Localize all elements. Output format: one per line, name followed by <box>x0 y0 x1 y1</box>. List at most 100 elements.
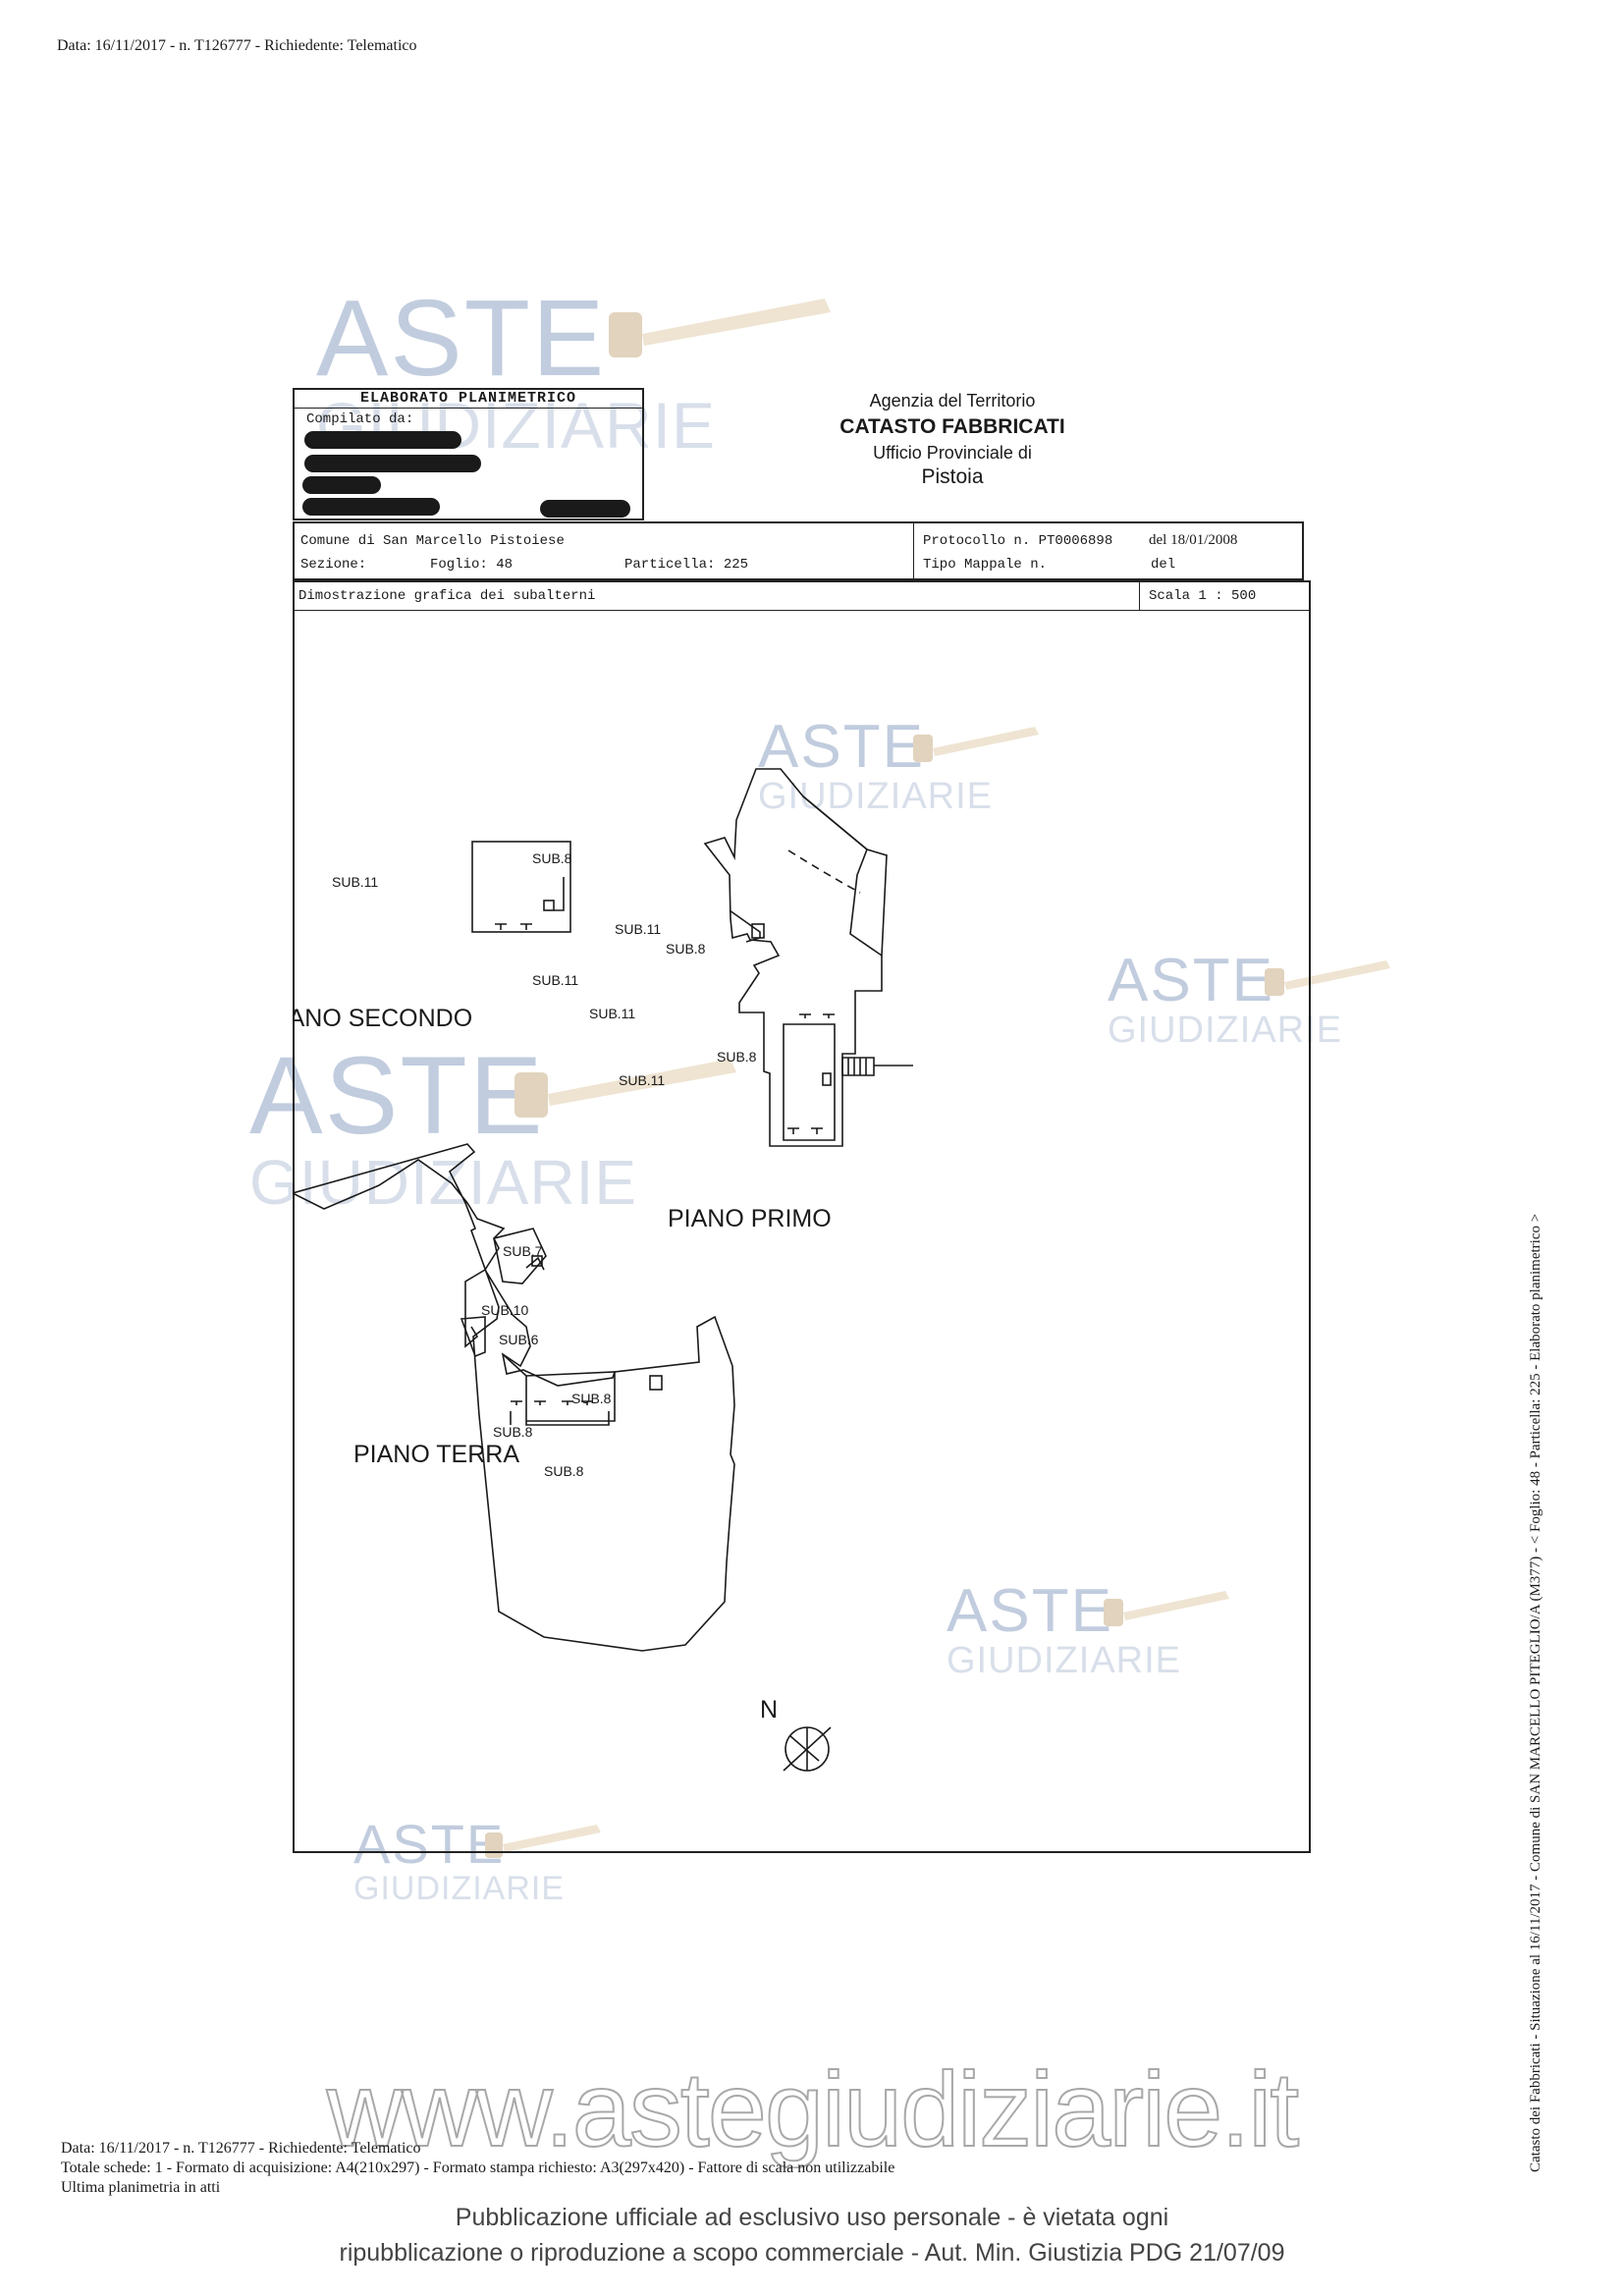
footer-line: Totale schede: 1 - Formato di acquisizio… <box>61 2159 895 2176</box>
redaction-bar <box>304 431 461 449</box>
dashed-boundary <box>787 849 861 894</box>
watermark: ASTE GIUDIZIARIE <box>947 1577 1229 1681</box>
sub-label: SUB.11 <box>615 921 661 937</box>
gavel-icon <box>1265 960 1390 996</box>
drawing-frame: Dimostrazione grafica dei subalterni Sca… <box>293 580 1311 1853</box>
disclaimer-line: ripubblicazione o riproduzione a scopo c… <box>339 2239 1285 2267</box>
piano-secondo-plan <box>471 841 571 933</box>
floor-label-piano-terra: PIANO TERRA <box>353 1441 519 1468</box>
stair-mark <box>822 1072 832 1086</box>
piano-primo-plan <box>703 768 913 1147</box>
protocollo-field: Protocollo n. PT0006898 <box>923 533 1113 549</box>
stair-mark <box>649 1375 663 1391</box>
title-box: ELABORATO PLANIMETRICO Compilato da: <box>293 388 644 520</box>
watermark: ASTE GIUDIZIARIE <box>758 713 1039 817</box>
sub6-outline <box>460 1316 486 1358</box>
sub-label: SUB.8 <box>493 1424 533 1440</box>
watermark-text: ASTE <box>316 278 607 399</box>
agency-department: CATASTO FABBRICATI <box>839 415 1065 438</box>
watermark-text: GIUDIZIARIE <box>353 1870 566 1907</box>
sub8-inner-outline <box>525 1371 616 1422</box>
sub-label: SUB.7 <box>503 1243 543 1259</box>
agency-office: Ufficio Provinciale di <box>873 443 1032 463</box>
protocollo-date: del 18/01/2008 <box>1149 532 1238 548</box>
scale-field: Scala 1 : 500 <box>1149 588 1257 604</box>
agency-header: Agenzia del Territorio CATASTO FABBRICAT… <box>687 391 1218 489</box>
stair-mark <box>554 877 565 911</box>
watermark-text: GIUDIZIARIE <box>758 776 994 817</box>
footer-line: Ultima planimetria in atti <box>61 2179 221 2196</box>
watermark-text: ASTE <box>758 713 925 781</box>
sub11-outline <box>471 841 571 933</box>
watermark-text: ASTE <box>947 1577 1113 1645</box>
agency-name: Agenzia del Territorio <box>869 391 1036 410</box>
watermark: ASTE GIUDIZIARIE <box>316 278 831 458</box>
sub-label: SUB.8 <box>544 1463 584 1479</box>
sub-label: SUB.8 <box>666 941 706 957</box>
document-title: ELABORATO PLANIMETRICO <box>295 390 642 409</box>
sub-label: SUB.8 <box>717 1049 757 1065</box>
door-mark <box>495 923 532 930</box>
sub-label: SUB.11 <box>619 1072 665 1088</box>
tipo-mappale-date: del <box>1151 557 1176 573</box>
watermark-text: GIUDIZIARIE <box>1108 1010 1343 1051</box>
sub-label: SUB.11 <box>332 874 378 890</box>
redaction-bar <box>302 498 440 516</box>
gavel-icon <box>913 727 1039 762</box>
header-request-info: Data: 16/11/2017 - n. T126777 - Richiede… <box>57 37 417 54</box>
sub-label: SUB.6 <box>499 1332 539 1347</box>
comune-field: Comune di San Marcello Pistoiese <box>300 533 565 549</box>
watermark: ASTE GIUDIZIARIE <box>249 1034 736 1214</box>
redaction-bar <box>540 500 630 518</box>
disclaimer-line: Pubblicazione ufficiale ad esclusivo uso… <box>455 2204 1169 2231</box>
footer-info: Data: 16/11/2017 - n. T126777 - Richiede… <box>61 2139 894 2198</box>
divider <box>913 523 914 578</box>
agency-city: Pistoia <box>921 465 984 488</box>
piano-terra-plan <box>293 1143 735 1652</box>
scale-divider <box>1139 582 1140 610</box>
cadastral-info-box: Comune di San Marcello Pistoiese Sezione… <box>293 521 1304 580</box>
stair-mark <box>543 900 555 911</box>
sub8-outline <box>525 1411 610 1426</box>
stair-mark <box>531 1255 543 1267</box>
watermark-text: ASTE <box>1108 947 1274 1014</box>
redaction-bar <box>302 476 381 494</box>
frame-header: Dimostrazione grafica dei subalterni Sca… <box>295 582 1309 611</box>
sub8-boundary <box>802 795 883 957</box>
stair-mark <box>847 1058 913 1075</box>
floor-label-piano-secondo: PIANO SECONDO <box>293 1005 472 1032</box>
stair-mark <box>751 923 765 939</box>
terra-outline <box>293 1143 735 1652</box>
north-arrow <box>783 1726 832 1772</box>
door-mark <box>787 1127 823 1134</box>
particella-field: Particella: 225 <box>624 557 749 573</box>
foglio-field: Foglio: 48 <box>430 557 514 573</box>
watermark-text: ASTE <box>353 1813 506 1875</box>
north-label: N <box>760 1696 778 1723</box>
watermark-text: ASTE <box>249 1034 545 1157</box>
door-mark <box>799 1013 835 1018</box>
tipo-mappale-field: Tipo Mappale n. <box>923 557 1048 573</box>
floor-label-piano-primo: PIANO PRIMO <box>668 1205 832 1232</box>
side-cadastral-reference: Catasto dei Fabbricati - Situazione al 1… <box>1528 1213 1543 2172</box>
sub8-stair-outline <box>841 1057 875 1076</box>
sub-label: SUB.11 <box>532 972 578 988</box>
publication-disclaimer: Pubblicazione ufficiale ad esclusivo uso… <box>0 2200 1624 2270</box>
watermark: ASTE GIUDIZIARIE <box>1108 947 1390 1051</box>
sub7-outline <box>493 1228 547 1285</box>
site-watermark-url: www.astegiudiziarie.it <box>326 2049 1300 2169</box>
sub-label: SUB.10 <box>481 1302 528 1318</box>
stair-mark <box>729 909 761 943</box>
sub-label: SUB.8 <box>571 1391 612 1406</box>
watermark-text: GIUDIZIARIE <box>947 1640 1182 1681</box>
gavel-icon <box>514 1059 736 1118</box>
sezione-field: Sezione: <box>300 557 367 573</box>
sub-label: SUB.8 <box>532 850 572 866</box>
redaction-bar <box>304 455 481 472</box>
gavel-icon <box>609 299 831 357</box>
sub-divider <box>502 1353 527 1421</box>
sub-label: SUB.11 <box>589 1006 635 1021</box>
drawing-description: Dimostrazione grafica dei subalterni <box>298 588 596 604</box>
door-mark <box>511 1400 593 1405</box>
primo-upper-outline <box>703 768 888 1147</box>
